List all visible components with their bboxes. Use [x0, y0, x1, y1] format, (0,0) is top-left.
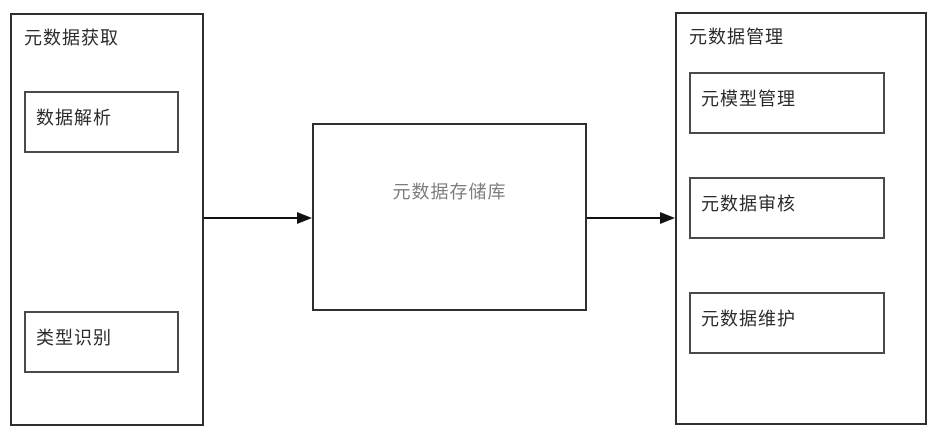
group-metadata-management: 元数据管理 元模型管理 元数据审核 元数据维护 — [675, 12, 927, 425]
box-metadata-maintenance: 元数据维护 — [689, 292, 885, 354]
group-metadata-acquisition: 元数据获取 数据解析 类型识别 — [10, 13, 204, 426]
box-metamodel-management-label: 元模型管理 — [701, 89, 796, 109]
box-metadata-maintenance-label: 元数据维护 — [701, 309, 796, 329]
group-title-metadata-management: 元数据管理 — [689, 27, 784, 47]
arrow-head-icon — [297, 212, 312, 224]
box-type-recognition: 类型识别 — [24, 311, 179, 373]
arrow-shaft — [587, 217, 662, 219]
arrow-head-icon — [660, 212, 675, 224]
box-type-recognition-label: 类型识别 — [36, 328, 112, 348]
box-metamodel-management: 元模型管理 — [689, 72, 885, 134]
box-metadata-audit-label: 元数据审核 — [701, 194, 796, 214]
group-title-metadata-acquisition: 元数据获取 — [24, 28, 119, 48]
box-metadata-repository-label: 元数据存储库 — [392, 182, 507, 202]
box-metadata-audit: 元数据审核 — [689, 177, 885, 239]
box-data-parsing: 数据解析 — [24, 91, 179, 153]
arrow-shaft — [204, 217, 299, 219]
box-metadata-repository: 元数据存储库 — [312, 123, 587, 311]
box-data-parsing-label: 数据解析 — [36, 108, 112, 128]
